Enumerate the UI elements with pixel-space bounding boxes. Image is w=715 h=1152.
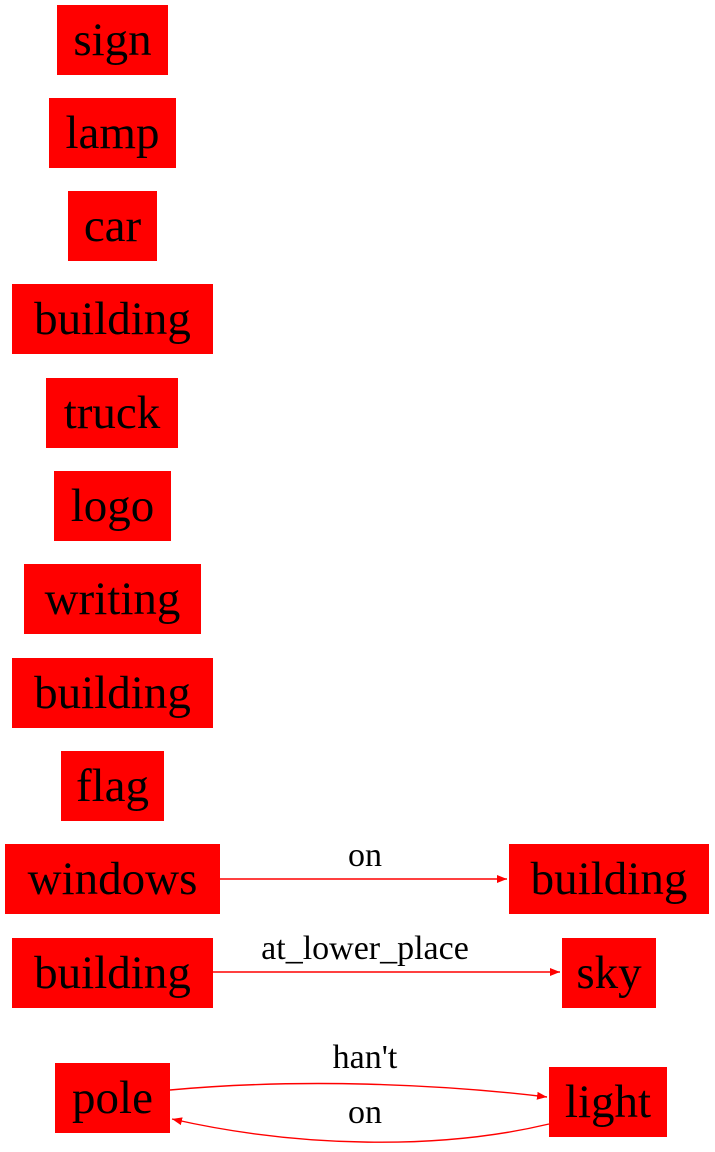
node-light: light (549, 1067, 667, 1137)
edge-arrow (171, 1117, 550, 1143)
node-label: building (34, 293, 191, 345)
node-building: building (12, 658, 213, 728)
edge-label: on (348, 837, 382, 874)
node-writing: writing (24, 564, 201, 634)
node-building: building (509, 844, 709, 914)
node-box (68, 191, 157, 261)
nodes-layer: sign lamp car building truck logo writing build… (5, 5, 709, 1137)
node-label: sky (576, 947, 642, 999)
node-label: building (531, 853, 688, 905)
node-box (562, 938, 656, 1008)
node-building: building (12, 938, 213, 1008)
node-box (12, 658, 213, 728)
node-label: car (84, 200, 142, 252)
node-label: pole (72, 1072, 153, 1124)
node-label: light (565, 1076, 651, 1128)
node-box (57, 5, 168, 75)
node-box (549, 1067, 667, 1137)
node-label: lamp (66, 107, 160, 159)
node-box (509, 844, 709, 914)
node-flag: flag (61, 751, 164, 821)
edge-label: han't (333, 1039, 398, 1076)
node-label: windows (28, 853, 198, 905)
node-sky: sky (562, 938, 656, 1008)
node-label: truck (64, 387, 161, 439)
node-windows: windows (5, 844, 220, 914)
node-label: logo (71, 480, 155, 532)
node-label: writing (45, 573, 181, 625)
node-box (61, 751, 164, 821)
node-logo: logo (54, 471, 171, 541)
node-box (49, 98, 176, 168)
edge-label: on (348, 1094, 382, 1131)
edge-label: at_lower_place (261, 930, 469, 967)
node-box (46, 378, 178, 448)
node-box (54, 471, 171, 541)
node-truck: truck (46, 378, 178, 448)
node-lamp: lamp (49, 98, 176, 168)
node-label: building (34, 947, 191, 999)
node-label: sign (73, 14, 151, 66)
node-box (12, 938, 213, 1008)
node-building: building (12, 284, 213, 354)
edge-at-lower-place: at_lower_place (213, 930, 560, 976)
node-label: building (34, 667, 191, 719)
node-box (5, 844, 220, 914)
node-sign: sign (57, 5, 168, 75)
node-pole: pole (55, 1063, 170, 1133)
node-box (24, 564, 201, 634)
node-label: flag (76, 760, 149, 812)
edge-on: on (220, 837, 507, 883)
node-car: car (68, 191, 157, 261)
node-box (55, 1063, 170, 1133)
edge-han-t: han't (169, 1039, 548, 1100)
edge-arrow (169, 1082, 548, 1100)
edges-layer: on at_lower_place han't on (169, 837, 560, 1143)
node-box (12, 284, 213, 354)
edge-on: on (171, 1094, 550, 1143)
